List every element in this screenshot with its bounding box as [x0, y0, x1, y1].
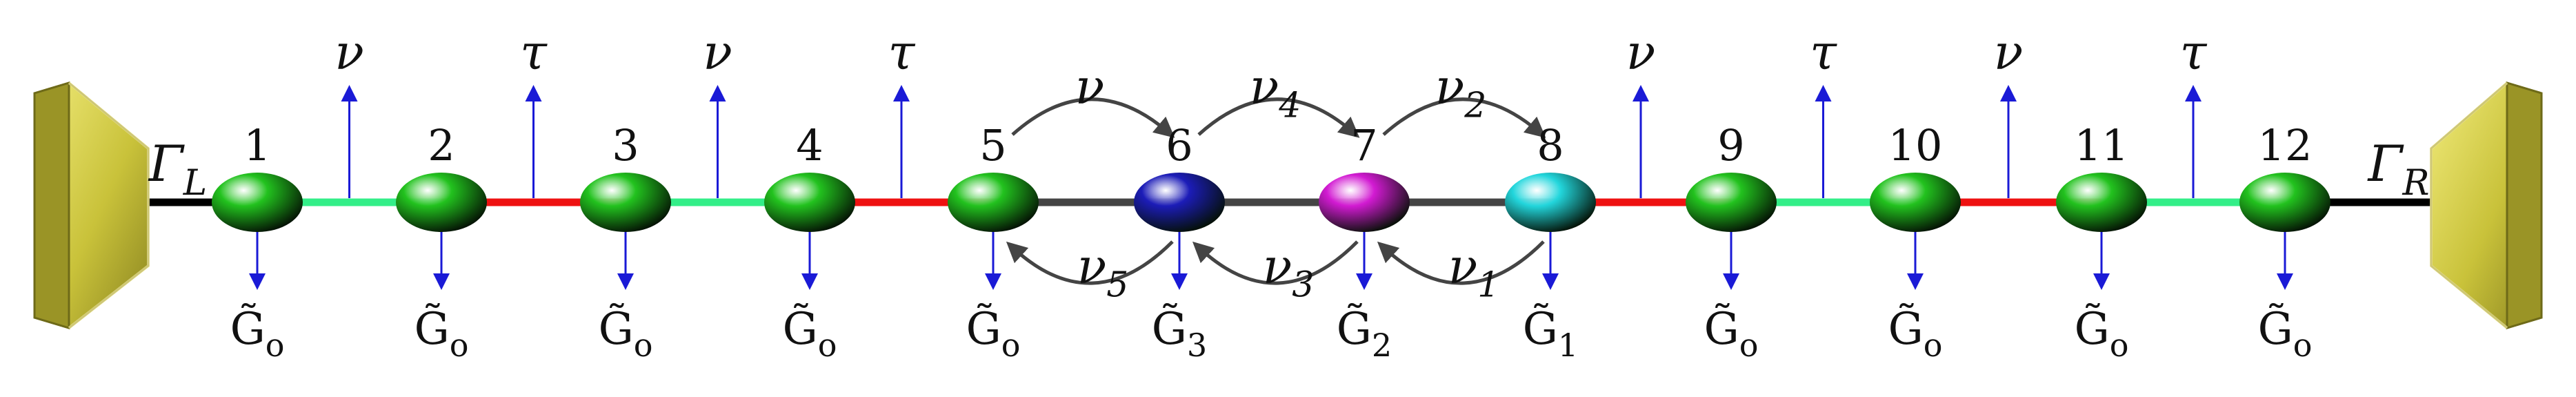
hopping-label: τ	[888, 24, 916, 81]
greens-function-label: G̃o	[599, 303, 653, 364]
greens-function-label: G̃3	[1152, 303, 1207, 364]
renorm-label-bottom: ν3	[1263, 238, 1315, 305]
renorm-arrow-bottom	[1006, 240, 1174, 285]
renorm-arrow-bottom	[1192, 240, 1359, 285]
greens-function-label: G̃o	[2075, 303, 2129, 364]
greens-function-label: G̃2	[1337, 303, 1392, 364]
site-number: 1	[243, 120, 270, 171]
greens-function-label: G̃o	[415, 303, 469, 364]
renorm-arrow-top	[1382, 97, 1546, 138]
site-number: 8	[1537, 120, 1564, 171]
hopping-label: ν	[335, 24, 364, 81]
site-number: 2	[428, 120, 455, 171]
left-lead-label: ΓL	[148, 135, 207, 204]
hopping-label: ν	[1994, 24, 2024, 81]
hopping-label: ν	[1626, 24, 1656, 81]
greens-function-label: G̃o	[783, 303, 837, 364]
site-number: 11	[2075, 120, 2129, 171]
renorm-label-bottom: ν1	[1448, 238, 1500, 305]
hopping-label: τ	[2180, 24, 2208, 81]
greens-function-label: G̃o	[1888, 303, 1943, 364]
renorm-arrow-top	[1011, 97, 1175, 138]
site-number: 10	[1888, 120, 1943, 171]
site-number: 6	[1166, 120, 1192, 171]
site-number: 7	[1350, 120, 1377, 171]
right-lead-label: ΓR	[2367, 135, 2430, 204]
right-lead-contact-icon	[2430, 81, 2543, 330]
greens-function-label: G̃o	[2258, 303, 2313, 364]
site-node	[580, 173, 671, 232]
renorm-label-bottom: ν5	[1077, 238, 1129, 305]
site-node	[1505, 173, 1596, 232]
site-number: 3	[612, 120, 639, 171]
site-node	[948, 173, 1039, 232]
site-node	[1870, 173, 1961, 232]
renorm-arrow-bottom	[1377, 240, 1545, 285]
greens-function-label: G̃o	[1704, 303, 1759, 364]
renorm-label-top: ν4	[1250, 59, 1301, 126]
site-number: 4	[796, 120, 823, 171]
greens-function-label: G̃o	[230, 303, 285, 364]
site-node	[2056, 173, 2147, 232]
site-number: 12	[2258, 120, 2313, 171]
site-node	[764, 173, 855, 232]
hopping-label: τ	[520, 24, 548, 81]
site-number: 5	[979, 120, 1006, 171]
site-node	[212, 173, 303, 232]
site-number: 9	[1717, 120, 1744, 171]
greens-function-label: G̃o	[966, 303, 1021, 364]
renorm-arrow-top	[1197, 97, 1360, 138]
hopping-label: τ	[1810, 24, 1837, 81]
greens-function-label: G̃1	[1523, 303, 1578, 364]
site-node	[1686, 173, 1777, 232]
left-lead-contact-icon	[33, 81, 150, 330]
hopping-label: ν	[703, 24, 732, 81]
site-node	[1134, 173, 1225, 232]
site-node	[2239, 173, 2330, 232]
renorm-label-top: ν2	[1435, 59, 1487, 126]
site-node	[396, 173, 487, 232]
renorm-label-top: ν	[1075, 59, 1105, 115]
site-node	[1319, 173, 1410, 232]
